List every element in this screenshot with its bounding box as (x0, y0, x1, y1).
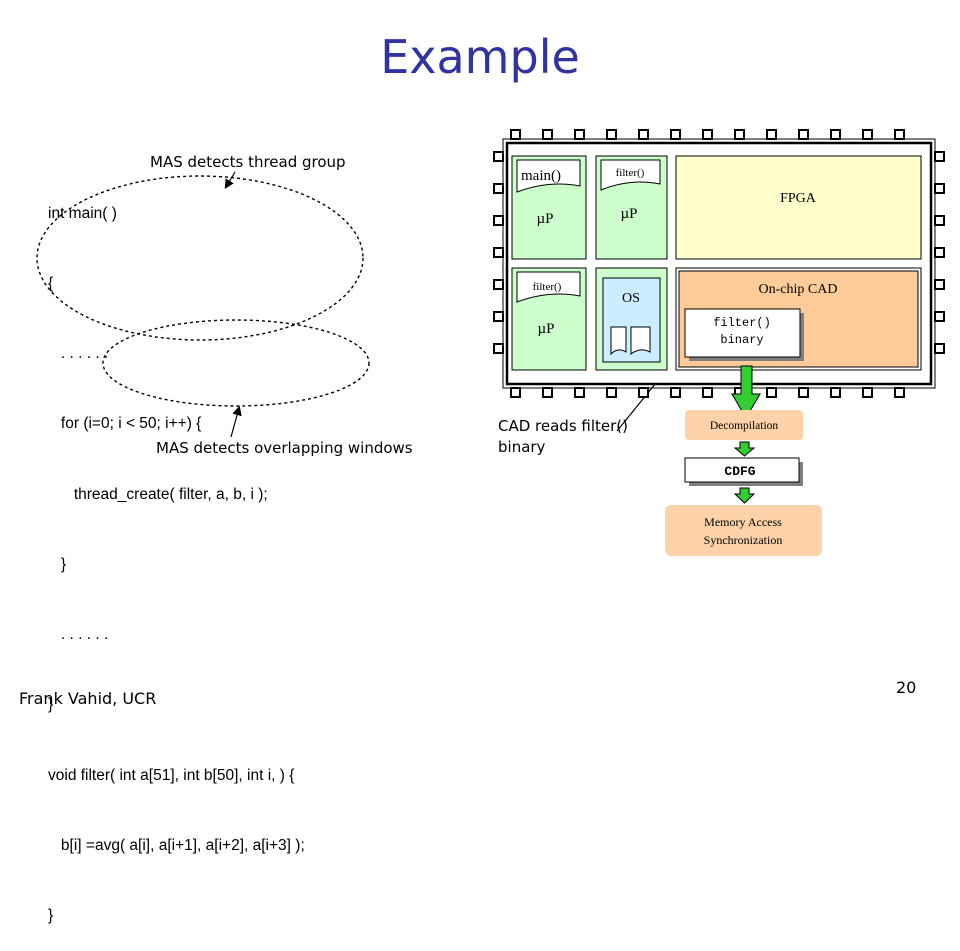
thread-group-pointer (224, 171, 236, 190)
code-line: { (48, 275, 54, 293)
overlapping-windows-note: MAS detects overlapping windows (156, 439, 413, 457)
chip-pin (934, 247, 945, 258)
chip-pin (606, 129, 617, 140)
chip-pin (574, 387, 585, 398)
filter-label: filter() (616, 167, 645, 179)
mas-line-2: Synchronization (704, 533, 783, 547)
chip-pin (510, 387, 521, 398)
chip-pin (493, 247, 504, 258)
flow-arrow-icon (733, 441, 756, 457)
cdfg-label: CDFG (724, 464, 755, 479)
decompilation-box (685, 410, 803, 440)
chip-pin (638, 387, 649, 398)
code-line: int main( ) (48, 204, 117, 222)
cdfg-box (684, 457, 800, 483)
chip-pin (894, 129, 905, 140)
diagram-canvas: main() µP filter() µP FPGA filter() µP O… (36, 129, 945, 556)
chip-pin (638, 129, 649, 140)
filter-label: filter() (533, 281, 562, 293)
chip-pin (670, 129, 681, 140)
chip-pin (734, 129, 745, 140)
code-line: b[i] =avg( a[i], a[i+1], a[i+2], a[i+3] … (48, 836, 305, 854)
chip-pin (934, 151, 945, 162)
chip-pin (766, 129, 777, 140)
binary-line-2: binary (720, 333, 763, 347)
chip-pin (574, 129, 585, 140)
chip-pin (934, 279, 945, 290)
binary-line-1: filter() (713, 316, 771, 330)
chip-pin (606, 387, 617, 398)
flow-arrow-icon (733, 487, 756, 504)
binary-box (684, 308, 801, 358)
chip-outline (502, 138, 936, 389)
code-line: } (48, 555, 67, 573)
chip-pin (493, 183, 504, 194)
code-line: void filter( int a[51], int b[50], int i… (48, 766, 295, 784)
code-line: thread_create( filter, a, b, i ); (48, 485, 268, 503)
decompilation-label: Decompilation (710, 420, 779, 432)
chip-pin (493, 215, 504, 226)
chip-pin (493, 311, 504, 322)
code-line: } (48, 696, 54, 714)
overlap-window-ellipse (102, 319, 370, 407)
chip-pin (670, 387, 681, 398)
chip-pin (542, 129, 553, 140)
os-doc-icon (630, 326, 651, 356)
cad-reads-note: CAD reads filter() binary (498, 417, 629, 456)
overlap-pointer (230, 405, 242, 438)
cad-label: On-chip CAD (759, 282, 838, 297)
chip-pin (934, 311, 945, 322)
thread-group-note: MAS detects thread group (150, 153, 346, 171)
os-label: OS (622, 291, 640, 306)
os-doc-icon (610, 326, 627, 356)
main-doc-shape (516, 159, 581, 193)
footer-author: Frank Vahid, UCR (19, 689, 157, 708)
chip-pin (702, 387, 713, 398)
chip-pin (798, 129, 809, 140)
chip-pin (493, 343, 504, 354)
chip-pin (894, 387, 905, 398)
mas-line-1: Memory Access (704, 515, 782, 529)
mas-box (665, 505, 822, 556)
chip-pin (702, 129, 713, 140)
chip-pin (830, 129, 841, 140)
code-line: . . . . . . (48, 345, 109, 363)
slide-title: Example (380, 30, 580, 84)
chip-pin (862, 387, 873, 398)
flow-arrow-icon (731, 365, 761, 419)
page-number: 20 (896, 678, 917, 697)
cpu-label: µP (537, 211, 554, 227)
chip-pin (510, 129, 521, 140)
chip-pin (542, 387, 553, 398)
code-line: for (i=0; i < 50; i++) { (48, 415, 202, 433)
thread-group-ellipse (36, 175, 364, 341)
chip-pin (830, 387, 841, 398)
chip-pin (493, 151, 504, 162)
cpu-label: µP (538, 321, 555, 337)
filter-doc-shape (600, 159, 661, 191)
filter-doc-shape (516, 271, 581, 303)
code-line: } (48, 907, 54, 924)
cpu-label: µP (621, 206, 638, 222)
chip-pin (862, 129, 873, 140)
fpga-label: FPGA (780, 191, 817, 206)
chip-pin (934, 183, 945, 194)
chip-pin (798, 387, 809, 398)
chip-pin (493, 279, 504, 290)
fpga-block (675, 155, 922, 260)
chip-pin (766, 387, 777, 398)
chip-pin (934, 215, 945, 226)
code-line: . . . . . . (48, 626, 109, 644)
chip-pin (934, 343, 945, 354)
main-label: main() (521, 168, 561, 184)
